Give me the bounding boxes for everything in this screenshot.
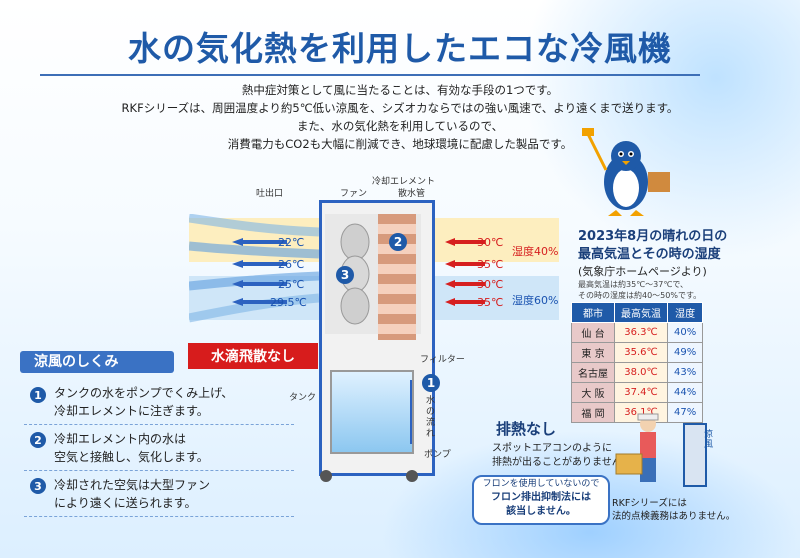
penguin-mascot-icon: [582, 128, 670, 216]
intake-temp: 35℃: [477, 296, 504, 309]
label-outlet: 吐出口: [256, 189, 284, 199]
intro-line: RKFシリーズは、周囲温度より約5℃低い涼風を、シズオカならではの強い風速で、よ…: [121, 101, 679, 115]
table-row: 名古屋 38.0℃ 43%: [571, 362, 704, 383]
arrow-left-icon: [232, 260, 287, 268]
intake-temp: 35℃: [477, 258, 504, 271]
cool-airflow-lines: [189, 214, 319, 323]
arrow-left-icon: [445, 298, 485, 306]
intro-line: 消費電力もCO2も大幅に削減でき、地球環境に配慮した製品です。: [227, 137, 573, 151]
column-header: 都市: [571, 302, 615, 323]
exhaust-text: スポットエアコンのように排熱が出ることがありません。: [492, 443, 632, 468]
table-row: 東 京 35.6℃ 49%: [571, 342, 704, 363]
divider: [24, 516, 294, 517]
water-tank: [330, 370, 414, 454]
label-water-flow: 水の流れ: [426, 396, 436, 439]
step-badge: 1: [30, 387, 46, 403]
city-cell: 福 岡: [571, 402, 615, 423]
weather-title: 2023年8月の晴れの日の最高気温とその時の湿度: [578, 229, 728, 262]
city-cell: 名古屋: [571, 362, 615, 383]
step-text: タンクの水をポンプでくみ上げ、冷却エレメントに注ぎます。: [54, 386, 234, 418]
label-sprinkler: 散水管: [398, 189, 426, 199]
table-row: 仙 台 36.3℃ 40%: [571, 322, 704, 343]
label-pump: ポンプ: [424, 450, 451, 460]
water-pipe: [410, 380, 412, 444]
label-filter: フィルター: [420, 355, 465, 365]
intro-line: また、水の気化熱を利用しているので、: [296, 119, 504, 133]
step-text: 冷却された空気は大型ファンにより遠くに送られます。: [54, 478, 211, 510]
exhaust-title: 排熱なし: [496, 420, 557, 438]
divider: [24, 470, 294, 471]
outlet-temp: 26℃: [278, 258, 305, 271]
temp-cell: 36.3℃: [614, 322, 668, 343]
weather-table: 都市 最高気温 湿度 仙 台 36.3℃ 40% 東 京 35.6℃ 49% 名…: [571, 302, 704, 423]
temp-cell: 38.0℃: [614, 362, 668, 383]
label-element: 冷却エレメント: [372, 177, 436, 187]
humidity-label-top: 湿度40%: [512, 245, 559, 258]
outlet-temp: 25℃: [278, 278, 305, 291]
humidity-cell: 47%: [666, 402, 704, 423]
label-tank: タンク: [289, 393, 317, 403]
arrow-left-icon: [232, 280, 287, 288]
table-header-row: 都市 最高気温 湿度: [571, 302, 704, 323]
humidity-cell: 40%: [666, 322, 704, 343]
intake-temp: 30℃: [477, 278, 504, 291]
step-text: 冷却エレメント内の水は空気と接触し、気化します。: [54, 432, 209, 464]
caster-wheel: [406, 470, 418, 482]
no-drip-badge: 水滴飛散なし: [188, 343, 318, 369]
arrow-left-icon: [445, 280, 485, 288]
step-badge: 2: [389, 233, 407, 251]
table-row: 大 阪 37.4℃ 44%: [571, 382, 704, 403]
intro-line: 熱中症対策として風に当たることは、有効な手段の1つです。: [241, 83, 559, 97]
freon-note-box: フロンを使用していないので フロン排出抑制法には 該当しません。: [472, 475, 610, 525]
step-badge: 2: [30, 432, 46, 448]
mechanism-heading: 涼風のしくみ: [20, 351, 174, 373]
page-title: 水の気化熱を利用したエコな冷風機: [128, 29, 672, 68]
humidity-cell: 49%: [666, 342, 704, 363]
arrow-left-icon: [232, 238, 287, 246]
step-badge: 1: [422, 374, 440, 392]
humidity-cell: 43%: [666, 362, 704, 383]
column-header: 湿度: [666, 302, 704, 323]
step-badge: 3: [336, 266, 354, 284]
caster-wheel: [320, 470, 332, 482]
legal-note: RKFシリーズには法的点検義務はありません。: [612, 498, 736, 522]
cool-air-tag: 涼風: [704, 430, 714, 450]
worker-illustration-icon: [615, 413, 707, 487]
outlet-temp: 22℃: [278, 236, 305, 249]
intake-temp: 30℃: [477, 236, 504, 249]
humidity-label-bottom: 湿度60%: [512, 294, 559, 307]
label-fan: ファン: [340, 189, 368, 199]
column-header: 最高気温: [614, 302, 668, 323]
humidity-cell: 44%: [666, 382, 704, 403]
outlet-temp: 29.5℃: [270, 296, 307, 309]
city-cell: 大 阪: [571, 382, 615, 403]
city-cell: 東 京: [571, 342, 615, 363]
divider: [24, 424, 294, 425]
title-divider: [40, 74, 700, 76]
city-cell: 仙 台: [571, 322, 615, 343]
step-badge: 3: [30, 478, 46, 494]
temp-cell: 37.4℃: [614, 382, 668, 403]
arrow-left-icon: [445, 238, 485, 246]
sky-background: [520, 0, 800, 260]
weather-note: 最高気温は約35℃〜37℃で、その時の湿度は約40〜50%です。: [578, 280, 702, 300]
arrow-left-icon: [445, 260, 485, 268]
temp-cell: 35.6℃: [614, 342, 668, 363]
arrow-left-icon: [232, 298, 287, 306]
weather-source: (気象庁ホームページより): [578, 265, 707, 278]
